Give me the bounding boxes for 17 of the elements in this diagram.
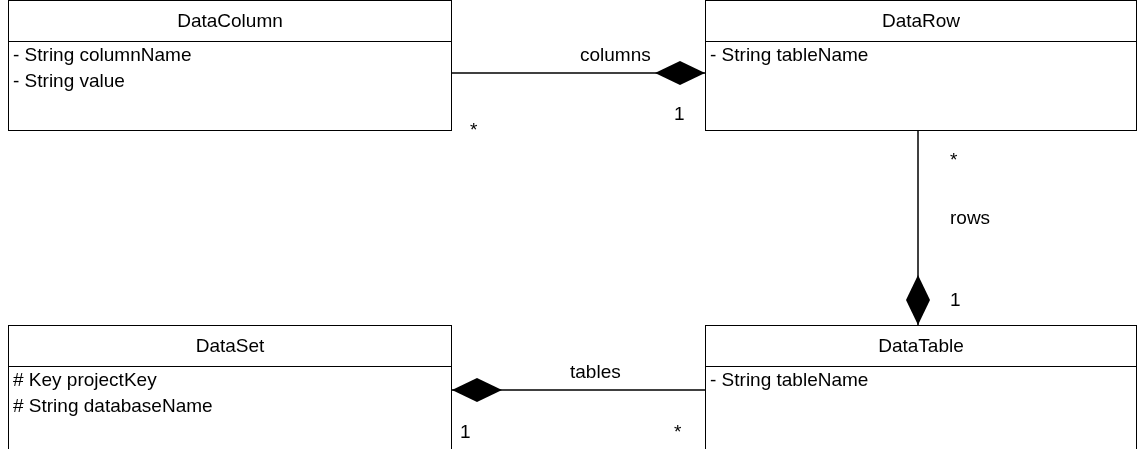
attribute-text: - String columnName	[12, 43, 193, 67]
composition-line	[451, 61, 706, 85]
attribute-text: - String tableName	[709, 43, 870, 67]
class-name: DataTable	[706, 326, 1136, 367]
attribute-text: - String tableName	[709, 368, 870, 392]
composition-line	[451, 378, 706, 402]
class-box	[705, 325, 1137, 449]
attribute-text: - String value	[12, 69, 126, 93]
class-box	[8, 0, 452, 131]
class-name: DataRow	[706, 1, 1136, 42]
composition-line	[906, 130, 930, 326]
attribute-text: # Key projectKey	[12, 368, 158, 392]
class-name: DataColumn	[9, 1, 451, 42]
class-box	[705, 0, 1137, 131]
attribute-text: # String databaseName	[12, 394, 214, 418]
class-box	[8, 325, 452, 449]
class-name: DataSet	[9, 326, 451, 367]
